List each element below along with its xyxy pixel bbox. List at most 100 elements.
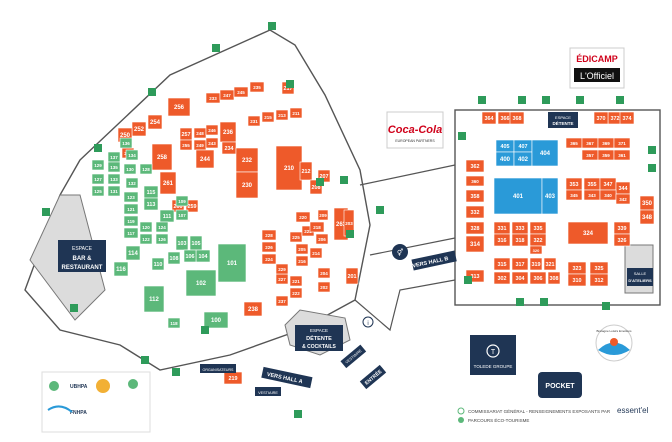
stand-339[interactable]: 339 [613,221,631,235]
stand-233[interactable]: 233 [205,92,221,104]
stand-359[interactable]: 359 [597,149,615,161]
stand-347[interactable]: 347 [599,177,617,191]
stand-321[interactable]: 321 [543,257,557,271]
stand-333[interactable]: 333 [511,221,529,235]
stand-104[interactable]: 104 [195,249,211,263]
stand-306[interactable]: 306 [529,271,547,285]
stand-218[interactable]: 218 [309,221,325,233]
stand-206[interactable]: 206 [315,233,329,245]
stand-121[interactable]: 121 [123,203,139,215]
stand-220[interactable]: 220 [295,211,311,223]
stand-225[interactable]: 225 [289,231,303,243]
stand-252[interactable]: 252 [131,121,147,137]
stand-209[interactable]: 209 [317,209,329,221]
stand-133[interactable]: 133 [107,173,121,185]
stand-119[interactable]: 119 [123,215,139,227]
stand-205[interactable]: 205 [295,243,309,255]
stand-212[interactable]: 212 [299,161,313,181]
stand-322[interactable]: 322 [529,233,547,247]
stand-108[interactable]: 108 [167,251,181,265]
stand-248[interactable]: 248 [193,127,207,139]
stand-113[interactable]: 113 [143,197,159,211]
stand-237[interactable]: 237 [275,295,289,307]
stand-367[interactable]: 367 [581,137,599,149]
stand-230[interactable]: 230 [235,171,259,199]
stand-353[interactable]: 353 [565,177,583,191]
stand-355[interactable]: 355 [583,177,601,191]
stand-105[interactable]: 105 [189,235,203,251]
stand-407[interactable]: 407 [513,139,533,153]
stand-117[interactable]: 117 [123,227,139,239]
stand-128[interactable]: 128 [139,163,153,175]
stand-360[interactable]: 360 [465,175,485,187]
stand-249[interactable]: 249 [193,139,207,151]
stand-318[interactable]: 318 [511,233,529,247]
edicamp-officiel-logo[interactable]: ÉDICAMP L'Officiel [569,47,625,89]
stand-135[interactable]: 135 [107,161,121,173]
stand-129[interactable]: 129 [91,159,105,171]
stand-403[interactable]: 403 [541,177,559,215]
stand-308[interactable]: 308 [547,271,561,285]
stand-118[interactable]: 118 [167,317,181,329]
stand-100[interactable]: 100 [203,311,229,329]
stand-231[interactable]: 231 [247,115,261,127]
stand-402[interactable]: 402 [513,151,533,167]
stand-126[interactable]: 126 [155,233,169,245]
stand-324[interactable]: 324 [567,221,609,245]
stand-314[interactable]: 314 [465,235,485,253]
stand-401[interactable]: 401 [493,177,543,215]
stand-137[interactable]: 137 [107,151,121,163]
stand-236[interactable]: 236 [219,121,237,143]
stand-204[interactable]: 204 [317,267,331,279]
stand-325[interactable]: 325 [589,261,609,275]
stand-365[interactable]: 365 [565,137,583,149]
stand-116[interactable]: 116 [113,261,129,277]
vers-hall-a-sign[interactable]: VERS HALL A [261,366,313,389]
stand-319[interactable]: 319 [529,257,543,271]
stand-340[interactable]: 340 [599,189,617,201]
stand-214[interactable]: 214 [309,247,323,259]
stand-357[interactable]: 357 [581,149,599,161]
stand-124[interactable]: 124 [155,221,169,233]
stand-335[interactable]: 335 [529,221,547,235]
bretagne-logo[interactable]: Bretagne Loisirs Emotions [595,324,633,362]
stand-258[interactable]: 258 [151,143,173,171]
stand-320[interactable]: 320 [529,245,543,255]
stand-371[interactable]: 371 [613,137,631,149]
stand-368[interactable]: 368 [509,111,525,125]
toledo-logo[interactable]: T TOLEDE GROUPE [470,335,516,375]
stand-111[interactable]: 111 [159,209,175,223]
stand-342[interactable]: 342 [615,193,631,205]
stand-125[interactable]: 125 [91,185,105,197]
stand-245[interactable]: 245 [233,86,249,98]
stand-229[interactable]: 229 [275,263,289,275]
stand-374[interactable]: 374 [619,111,635,125]
stand-350[interactable]: 350 [639,195,655,211]
stand-227[interactable]: 227 [275,273,289,285]
stand-405[interactable]: 405 [495,139,515,153]
stand-317[interactable]: 317 [511,257,529,271]
stand-232[interactable]: 232 [235,147,259,173]
stand-244[interactable]: 244 [195,149,215,169]
stand-101[interactable]: 101 [217,243,247,283]
coca-cola-logo[interactable]: Coca-Cola EUROPEAN PARTNERS [386,111,444,149]
stand-302[interactable]: 302 [493,271,511,285]
stand-326[interactable]: 326 [613,233,631,247]
stand-362[interactable]: 362 [465,159,485,173]
stand-123[interactable]: 123 [123,191,139,203]
stand-224[interactable]: 224 [261,253,277,265]
stand-102[interactable]: 102 [185,269,217,297]
stand-304[interactable]: 304 [511,271,529,285]
stand-228[interactable]: 228 [261,229,277,241]
entree-sign[interactable]: ENTRÉE [359,364,387,390]
stand-343[interactable]: 343 [583,189,601,201]
stand-328[interactable]: 328 [465,221,485,235]
stand-370[interactable]: 370 [593,111,609,125]
stand-226[interactable]: 226 [261,241,277,253]
stand-332[interactable]: 332 [465,205,485,219]
pocket-camp-logo[interactable]: POCKET [538,372,582,398]
stand-122[interactable]: 122 [139,233,153,245]
stand-404[interactable]: 404 [531,139,559,167]
stand-130[interactable]: 130 [123,163,137,175]
stand-131[interactable]: 131 [107,185,121,197]
